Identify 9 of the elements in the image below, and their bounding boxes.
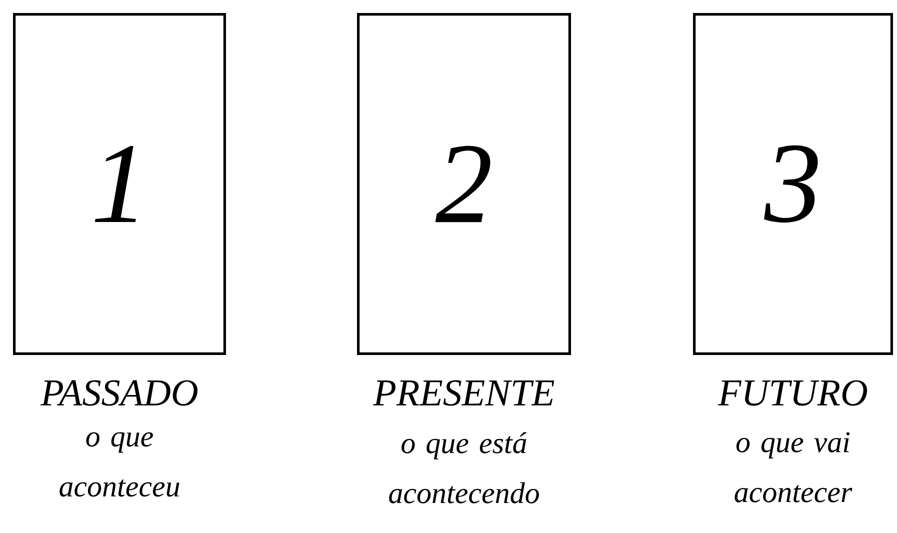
card-caption: o que vai acontecer <box>734 432 852 502</box>
card-box: 1 <box>13 13 226 355</box>
card-box: 2 <box>357 13 571 355</box>
card-caption: o que está acontecendo <box>389 432 539 504</box>
card-title: PASSADO <box>40 380 198 406</box>
card-title: FUTURO <box>718 380 868 406</box>
card-title: PRESENTE <box>373 380 554 406</box>
card-box: 3 <box>693 13 893 355</box>
card-caption: o que aconteceu <box>60 432 180 497</box>
